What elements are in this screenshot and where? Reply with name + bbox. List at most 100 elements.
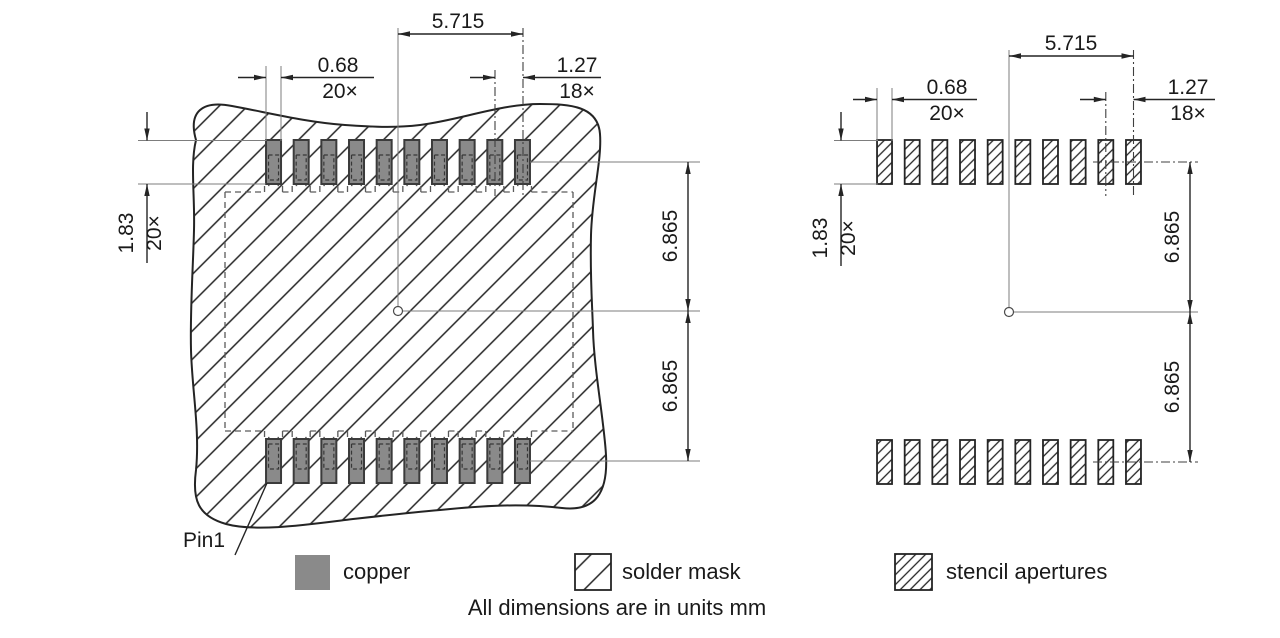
copper-pad	[292, 139, 310, 185]
stencil-aperture	[903, 439, 921, 485]
arrowhead	[254, 74, 266, 81]
dim-row-offset-bottom: 6.865	[659, 360, 682, 413]
stencil-outline-on-pad	[350, 443, 363, 470]
solder-mask-swatch-icon	[574, 553, 612, 591]
stencil-outline-on-pad	[461, 154, 473, 181]
copper-pad	[486, 438, 504, 484]
units-note: All dimensions are in units mm	[468, 595, 766, 620]
stencil-aperture	[1014, 139, 1032, 185]
stencil-aperture	[876, 139, 893, 185]
dim-center-span: 5.715	[432, 10, 485, 33]
stencil-outline-on-pad	[406, 154, 418, 181]
solder-mask-opening-path	[224, 184, 574, 439]
copper-pad	[320, 438, 338, 484]
copper-pad	[265, 139, 283, 185]
stencil-outline-on-pad	[350, 154, 363, 181]
stencil-outline-on-pad	[433, 154, 446, 181]
stencil-outline-on-pad	[406, 443, 418, 470]
stencil-aperture	[903, 139, 921, 185]
dim-row-offset-top: 6.865	[659, 210, 682, 263]
dim-pad-length-qty: 20×	[143, 215, 166, 251]
copper-pad	[320, 139, 338, 185]
stencil-aperture	[1069, 139, 1087, 185]
stencil-aperture	[1014, 439, 1032, 485]
dim-row-offset-top: 6.865	[1161, 211, 1184, 264]
copper-swatch-icon	[295, 555, 330, 590]
copper-pad-row-bottom	[265, 438, 531, 484]
solder-mask-opening-outline	[224, 184, 574, 439]
arrowhead	[1133, 96, 1146, 103]
stencil-aperture-row-bottom	[876, 439, 1142, 485]
arrowhead	[685, 311, 691, 323]
copper-pad-row-top	[265, 139, 531, 185]
arrowhead	[838, 184, 844, 196]
stencil-outline-on-pad	[378, 154, 390, 181]
arrowhead	[685, 299, 691, 311]
arrowhead	[1187, 300, 1193, 312]
dim-center-span: 5.715	[1045, 32, 1098, 55]
stencil-aperture	[986, 439, 1004, 485]
stencil-aperture	[931, 439, 949, 485]
legend-copper-label: copper	[343, 559, 410, 584]
arrowhead	[281, 74, 293, 81]
arrowhead	[1187, 450, 1193, 462]
stencil-outline-on-pad	[267, 154, 280, 181]
stencil-outline-on-pad	[323, 154, 335, 181]
copper-pad	[375, 438, 393, 484]
dim-aperture-pitch: 1.27	[1168, 76, 1209, 99]
dim-pad-pitch: 1.27	[557, 54, 598, 77]
stencil-outline-on-pad	[433, 443, 446, 470]
stencil-outline-on-pad	[461, 443, 473, 470]
stencil-aperture	[1042, 439, 1059, 485]
stencil-aperture	[959, 439, 976, 485]
copper-pad	[403, 438, 421, 484]
stencil-aperture	[1069, 439, 1087, 485]
arrowhead	[685, 449, 691, 461]
arrowhead	[523, 74, 535, 81]
copper-pad	[430, 139, 448, 185]
stencil-aperture	[1042, 139, 1059, 185]
stencil-outline-on-pad	[267, 443, 280, 470]
center-origin-mark	[392, 28, 700, 317]
legend: copper solder mask stencil apertures	[295, 553, 1107, 591]
arrowhead	[398, 31, 410, 37]
copper-pad	[458, 438, 476, 484]
copper-pad	[403, 139, 421, 185]
land-pattern-view: 5.715 0.68 20× 1.27 18× 1.83 20× 6.865 6…	[115, 10, 700, 556]
dim-aperture-pitch-qty: 18×	[1170, 102, 1206, 125]
copper-pad	[292, 438, 310, 484]
stencil-aperture	[931, 139, 949, 185]
dim-pad-width-qty: 20×	[322, 80, 358, 103]
stencil-aperture	[986, 139, 1004, 185]
stencil-outline-on-pad	[378, 443, 390, 470]
arrowhead	[865, 96, 877, 103]
dim-aperture-length: 1.83	[809, 218, 832, 259]
dim-pad-length: 1.83	[115, 213, 138, 254]
dim-aperture-width: 0.68	[927, 76, 968, 99]
copper-pad	[430, 438, 448, 484]
arrowhead	[144, 128, 150, 141]
dim-aperture-length-qty: 20×	[837, 220, 860, 256]
arrowhead	[838, 128, 844, 141]
legend-stencil-apertures-label: stencil apertures	[946, 559, 1107, 584]
center-origin-mark	[1003, 50, 1198, 318]
extension-lines	[834, 50, 1198, 463]
arrowhead	[1009, 53, 1021, 59]
copper-pad	[265, 438, 283, 484]
pin1-leader-line	[234, 482, 268, 556]
stencil-outline-on-pad	[295, 154, 307, 181]
dimension-arrowheads	[144, 31, 1193, 462]
arrowhead	[483, 74, 495, 81]
stencil-apertures-swatch-icon	[894, 553, 933, 591]
dimension-lines	[840, 55, 1215, 462]
stencil-aperture	[876, 439, 893, 485]
dim-pad-pitch-qty: 18×	[559, 80, 595, 103]
arrowhead	[685, 162, 691, 174]
copper-pad	[348, 438, 366, 484]
stencil-aperture	[959, 139, 976, 185]
arrowhead	[511, 31, 523, 37]
copper-pad	[348, 139, 366, 185]
arrowhead	[1121, 53, 1134, 59]
